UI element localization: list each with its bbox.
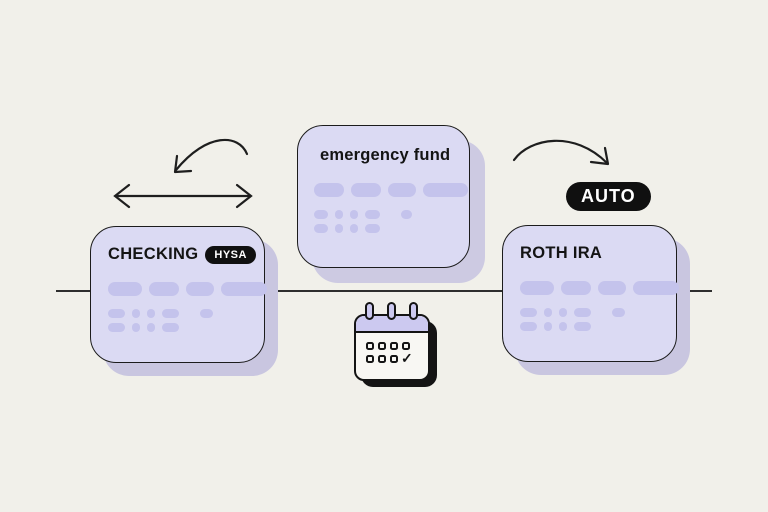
calendar-header	[356, 316, 428, 333]
recurring-arrow-icon	[173, 138, 249, 174]
calendar-grid: ✓	[356, 333, 428, 365]
checking-card-title: CHECKING	[108, 245, 199, 263]
calendar-ring	[365, 302, 374, 320]
calendar-ring	[409, 302, 418, 320]
emergency-fund-card: emergency fund	[297, 125, 470, 268]
calendar-icon: ✓	[353, 302, 445, 394]
calendar-check-glyph: ✓	[401, 349, 413, 366]
baseline-divider	[56, 290, 712, 293]
checking-account-card: CHECKING HYSA	[90, 226, 267, 363]
calendar-body: ✓	[354, 314, 430, 381]
auto-badge: AUTO	[566, 182, 651, 211]
roth-card-title: ROTH IRA	[520, 244, 603, 262]
calendar-ring	[387, 302, 396, 320]
redacted-text-lines	[314, 183, 468, 233]
emergency-card-title: emergency fund	[320, 146, 451, 164]
auto-deposit-arrow-icon	[512, 139, 610, 166]
roth-ira-card: ROTH IRA	[502, 225, 679, 362]
redacted-text-lines	[108, 282, 267, 332]
redacted-text-lines	[520, 281, 679, 331]
transfer-arrow-icon	[113, 183, 253, 209]
hysa-badge: HYSA	[205, 245, 256, 264]
